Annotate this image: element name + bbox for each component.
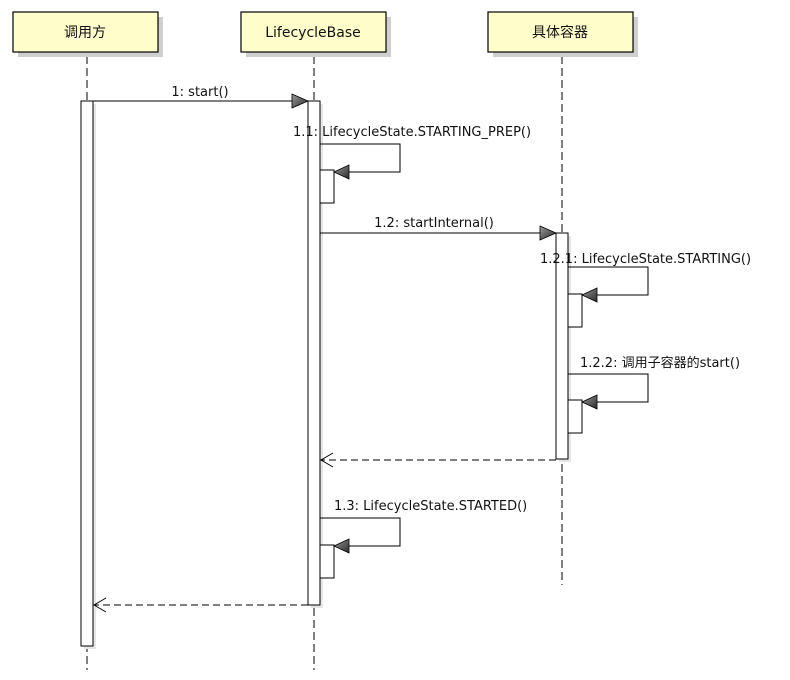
message-start-label: 1: start() (171, 85, 228, 100)
message-child-start-label: 1.2.2: 调用子容器的start() (580, 355, 740, 371)
message-starting: 1.2.1: LifecycleState.STARTING() (540, 252, 751, 303)
message-started-label: 1.3: LifecycleState.STARTED() (334, 499, 527, 514)
message-started: 1.3: LifecycleState.STARTED() (320, 499, 527, 554)
participant-container: 具体容器 (487, 11, 638, 57)
participant-caller: 调用方 (12, 11, 163, 57)
message-start-internal-label: 1.2: startInternal() (374, 216, 494, 231)
activation-caller (80, 100, 94, 647)
participant-base-label: LifecycleBase (265, 25, 361, 41)
message-starting-label: 1.2.1: LifecycleState.STARTING() (540, 252, 751, 267)
activation-base-1-3 (319, 544, 335, 579)
activation-container-1-2-1 (567, 293, 583, 328)
activation-container-1-2-2 (567, 399, 583, 434)
message-starting-prep-label: 1.1: LifecycleState.STARTING_PREP() (293, 125, 531, 140)
return-caller (93, 597, 308, 613)
message-start: 1: start() (93, 85, 309, 109)
activation-base (307, 100, 321, 606)
message-child-start: 1.2.2: 调用子容器的start() (568, 355, 740, 410)
return-container (320, 452, 556, 468)
participant-base: LifecycleBase (240, 11, 391, 57)
participant-caller-label: 调用方 (64, 25, 106, 41)
participant-container-label: 具体容器 (532, 24, 588, 41)
message-start-internal: 1.2: startInternal() (320, 216, 557, 241)
activation-container (555, 232, 569, 460)
activation-base-1-1 (319, 169, 335, 204)
message-starting-prep: 1.1: LifecycleState.STARTING_PREP() (293, 125, 531, 180)
